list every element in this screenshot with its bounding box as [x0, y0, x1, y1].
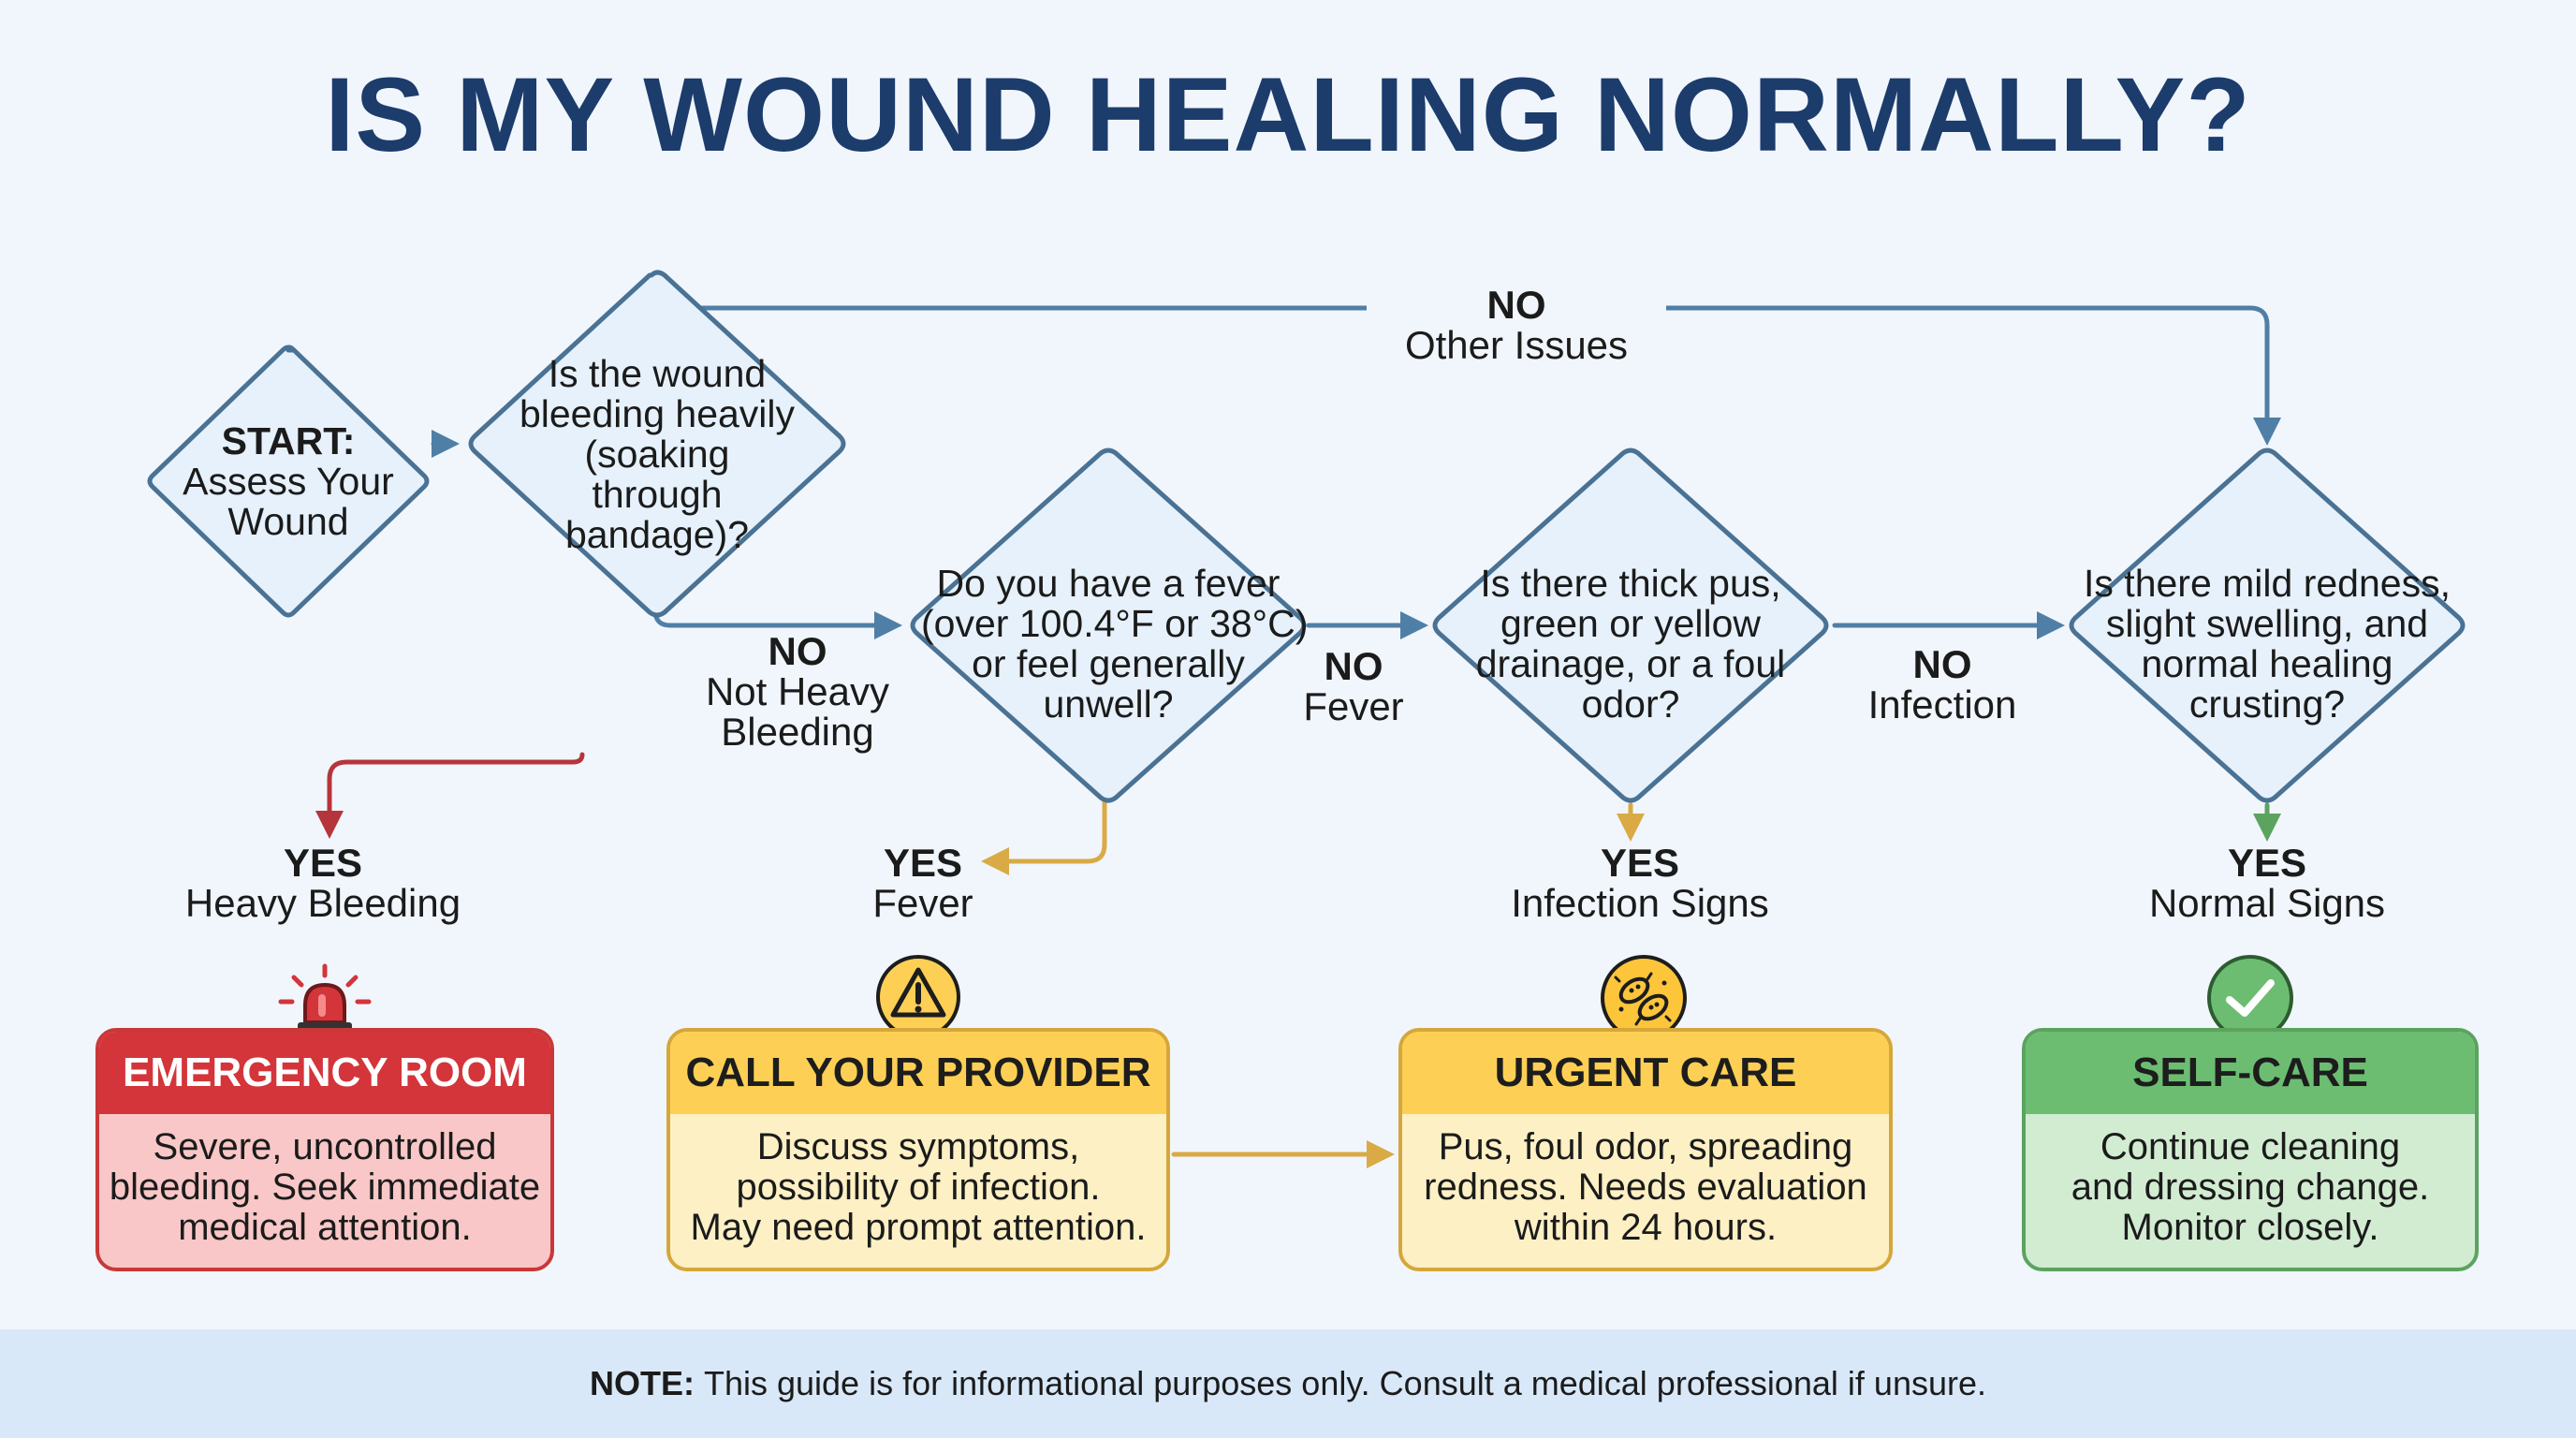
normal-line-3: normal healing — [2141, 642, 2393, 685]
er-line-3: medical attention. — [178, 1207, 472, 1248]
label-no-bleeding-sub-2: Bleeding — [721, 710, 874, 754]
label-yes-normal-sub: Normal Signs — [2148, 881, 2386, 925]
uc-line-1: Pus, foul odor, spreading — [1438, 1126, 1853, 1167]
infection-line-2: green or yellow — [1500, 602, 1762, 645]
normal-line-4: crusting? — [2188, 682, 2346, 726]
label-no-fever-sub: Fever — [1303, 684, 1404, 728]
label-no-infection-big: NO — [1912, 642, 1972, 686]
decision-infection-signs — [1432, 448, 1829, 803]
outcome-emergency-room: EMERGENCY ROOM Severe, uncontrolled blee… — [95, 1028, 554, 1271]
emergency-room-header: EMERGENCY ROOM — [99, 1032, 550, 1114]
sc-line-3: Monitor closely. — [2121, 1207, 2379, 1248]
label-yes-fever-big: YES — [883, 841, 963, 885]
start-line-1: Assess Your — [183, 460, 394, 503]
footer-note-text: This guide is for informational purposes… — [703, 1364, 1987, 1402]
normal-question-text: Is there mild redness, slight swelling, … — [2080, 564, 2454, 725]
label-no-infection: NO Infection — [1830, 644, 2055, 725]
infection-line-3: drainage, or a foul — [1475, 642, 1786, 685]
label-no-fever: NO Fever — [1279, 646, 1428, 726]
connector-yes-fever — [981, 798, 1107, 875]
label-no-bleeding-sub-1: Not Heavy — [705, 669, 890, 713]
decision-start-assess — [147, 345, 430, 618]
self-care-header: SELF-CARE — [2026, 1032, 2475, 1114]
label-yes-normal-big: YES — [2227, 841, 2307, 885]
label-yes-bleeding: YES Heavy Bleeding — [150, 843, 496, 923]
sc-line-1: Continue cleaning — [2100, 1126, 2401, 1167]
label-yes-infection-sub: Infection Signs — [1511, 881, 1769, 925]
call-provider-body: Discuss symptoms, possibility of infecti… — [670, 1114, 1166, 1248]
decision-bleeding-heavily — [468, 270, 846, 618]
er-line-2: bleeding. Seek immediate — [109, 1167, 541, 1208]
decision-fever — [910, 448, 1307, 803]
label-yes-normal: YES Normal Signs — [2106, 843, 2428, 923]
fever-line-2: (over 100.4°F or 38°C) — [921, 602, 1309, 645]
bleeding-question-text: Is the wound bleeding heavily (soaking t… — [498, 354, 816, 555]
bleeding-line-2: bleeding heavily — [519, 392, 796, 435]
emergency-room-body: Severe, uncontrolled bleeding. Seek imme… — [99, 1114, 550, 1248]
call-line-3: May need prompt attention. — [690, 1207, 1147, 1248]
label-no-infection-sub: Infection — [1867, 682, 2017, 726]
footer-note-label: NOTE: — [589, 1364, 695, 1402]
page-title: IS MY WOUND HEALING NORMALLY? — [325, 56, 2251, 173]
uc-line-2: redness. Needs evaluation — [1424, 1167, 1867, 1208]
label-no-bleeding-big: NO — [768, 629, 827, 673]
label-no-bleeding: NO Not Heavy Bleeding — [676, 631, 919, 752]
urgent-care-header: URGENT CARE — [1402, 1032, 1889, 1114]
label-no-fever-big: NO — [1324, 644, 1383, 688]
label-no-other-sub: Other Issues — [1404, 323, 1629, 367]
label-yes-infection: YES Infection Signs — [1471, 843, 1808, 923]
sc-line-2: and dressing change. — [2071, 1167, 2430, 1208]
er-line-1: Severe, uncontrolled — [153, 1126, 497, 1167]
outcome-self-care: SELF-CARE Continue cleaning and dressing… — [2022, 1028, 2479, 1271]
footer-note: NOTE: This guide is for informational pu… — [0, 1329, 2576, 1438]
normal-line-2: slight swelling, and — [2105, 602, 2429, 645]
fever-line-1: Do you have a fever — [936, 562, 1281, 605]
start-label: START: — [221, 419, 356, 462]
check-icon — [2207, 955, 2293, 1041]
outcome-call-provider: CALL YOUR PROVIDER Discuss symptoms, pos… — [666, 1028, 1170, 1271]
connector-no-bleeding — [652, 608, 902, 639]
infection-question-text: Is there thick pus, green or yellow drai… — [1443, 564, 1818, 725]
label-yes-infection-big: YES — [1600, 841, 1680, 885]
call-line-2: possibility of infection. — [736, 1167, 1101, 1208]
bleeding-line-3: (soaking — [584, 433, 730, 476]
outcome-urgent-care: URGENT CARE Pus, foul odor, spreading re… — [1398, 1028, 1893, 1271]
infection-line-1: Is there thick pus, — [1480, 562, 1781, 605]
normal-line-1: Is there mild redness, — [2084, 562, 2451, 605]
urgent-care-body: Pus, foul odor, spreading redness. Needs… — [1402, 1114, 1889, 1248]
label-yes-bleeding-sub: Heavy Bleeding — [184, 881, 461, 925]
fever-line-3: or feel generally — [972, 642, 1245, 685]
fever-question-text: Do you have a fever (over 100.4°F or 38°… — [921, 562, 1308, 726]
self-care-body: Continue cleaning and dressing change. M… — [2026, 1114, 2475, 1248]
label-yes-fever: YES Fever — [829, 843, 1017, 923]
label-yes-bleeding-big: YES — [283, 841, 363, 885]
bleeding-line-1: Is the wound — [548, 352, 767, 395]
fever-line-4: unwell? — [1043, 682, 1174, 726]
call-line-1: Discuss symptoms, — [756, 1126, 1080, 1167]
connector-yes-bleeding — [315, 752, 585, 839]
label-no-other-big: NO — [1486, 283, 1546, 327]
start-node-text: START: Assess Your Wound — [157, 421, 419, 542]
start-line-2: Wound — [227, 500, 349, 543]
decision-normal-healing — [2069, 448, 2466, 803]
bleeding-line-5: bandage)? — [564, 513, 750, 556]
label-no-other-issues: NO Other Issues — [1367, 285, 1666, 365]
label-yes-fever-sub: Fever — [872, 881, 973, 925]
uc-line-3: within 24 hours. — [1514, 1207, 1778, 1248]
call-provider-header: CALL YOUR PROVIDER — [670, 1032, 1166, 1114]
connector-no-other-issues-right — [1566, 305, 2281, 446]
infection-line-4: odor? — [1581, 682, 1680, 726]
bleeding-line-4: through — [592, 473, 723, 516]
